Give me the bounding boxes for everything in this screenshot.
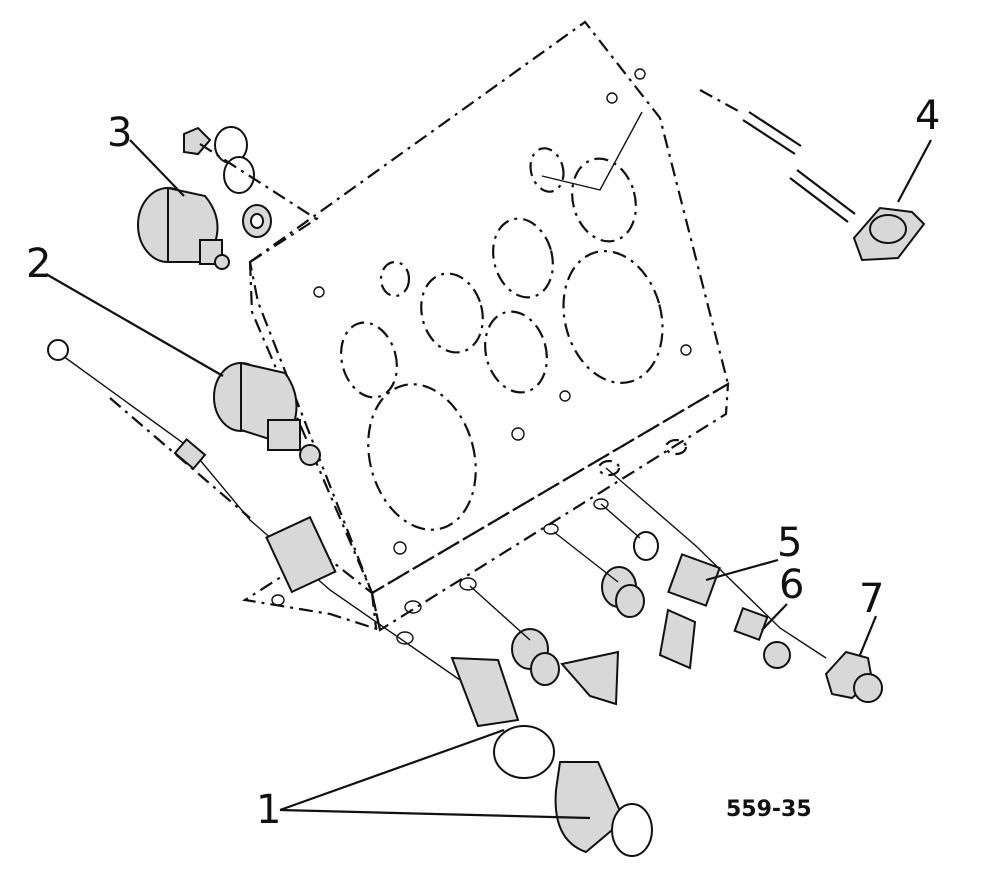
gauge-part-2	[47, 339, 461, 681]
callout-3: 3	[107, 110, 133, 156]
reference-code: 559-35	[726, 797, 812, 822]
callout-7: 7	[859, 576, 885, 622]
callout-1: 1	[256, 787, 282, 833]
instrument-panel	[241, 20, 730, 645]
sender-part-4	[541, 89, 926, 262]
callout-4: 4	[915, 93, 941, 139]
lower-assembly-parts	[469, 531, 697, 706]
callout-6: 6	[779, 562, 805, 608]
callout-2: 2	[26, 241, 52, 287]
switch-part-1	[450, 656, 653, 857]
small-parts	[600, 467, 883, 703]
callout-5: 5	[777, 520, 803, 566]
leader-lines	[45, 139, 932, 820]
gauge-part-3	[137, 126, 319, 270]
